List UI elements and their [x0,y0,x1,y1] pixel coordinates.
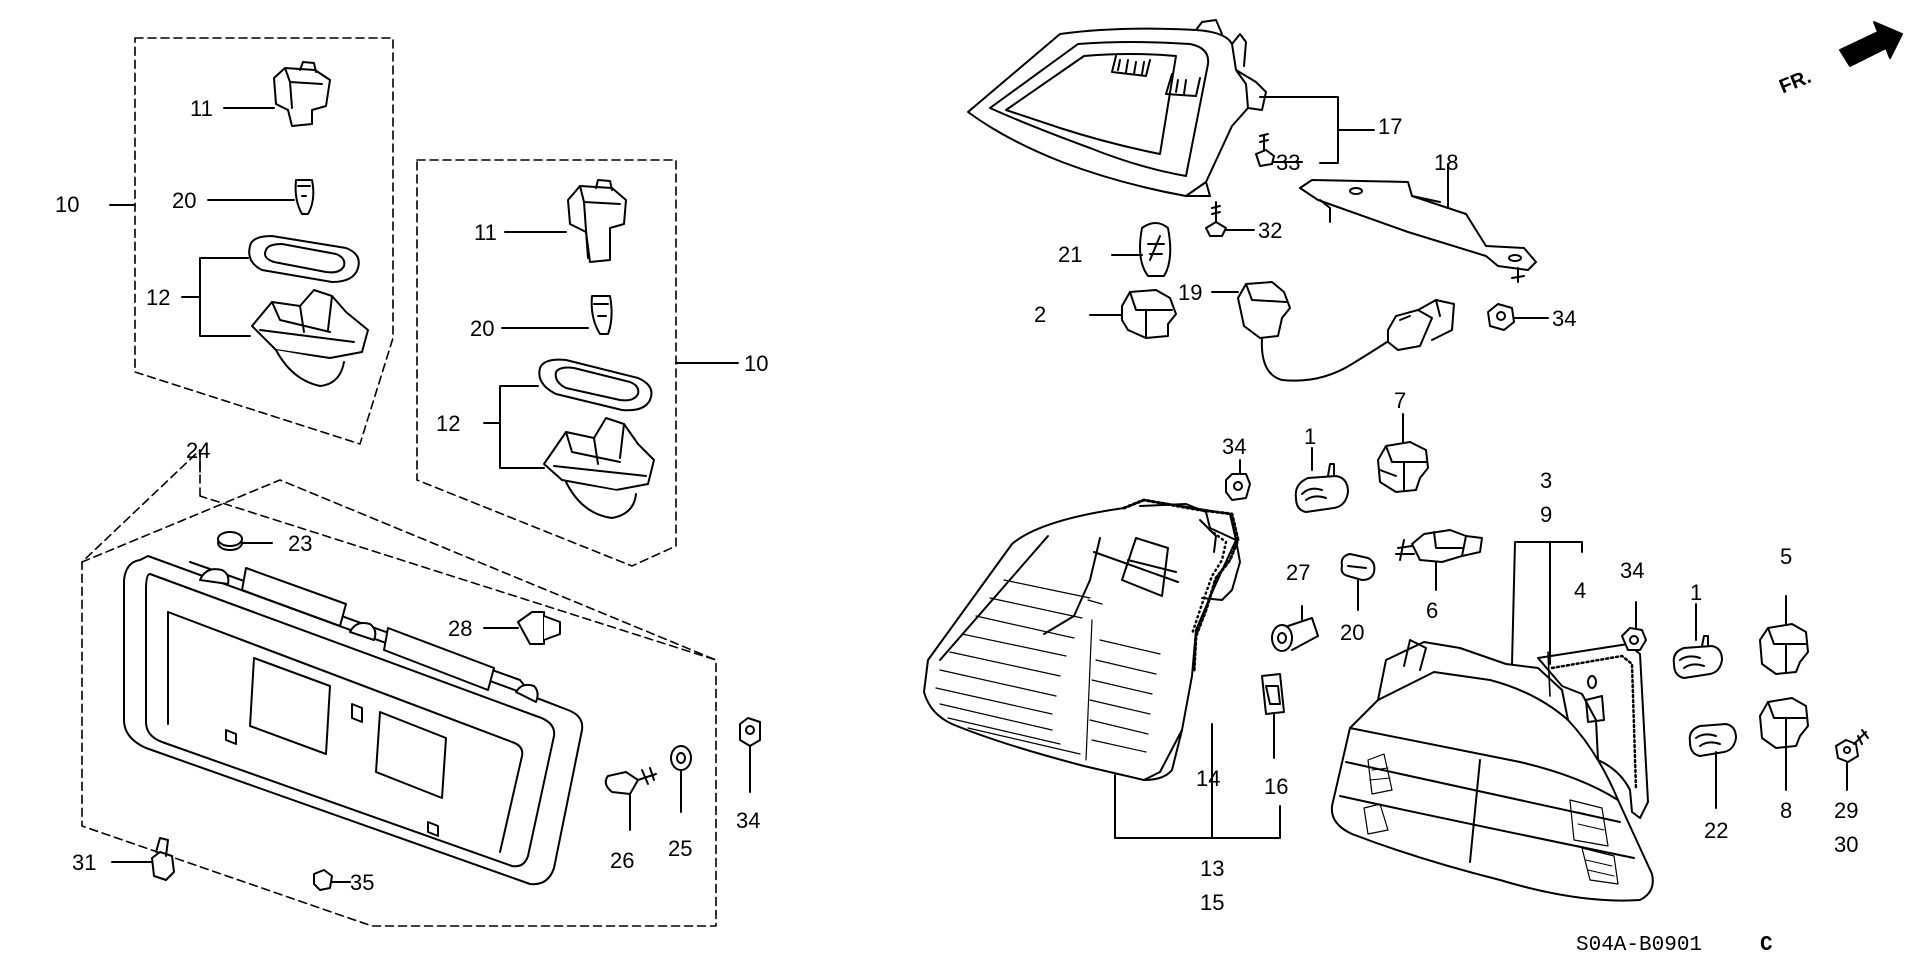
callout-34a: 34 [736,808,760,833]
bulb-part-21 [1111,222,1172,277]
callout-17: 17 [1378,114,1402,139]
license-light-group-left [109,37,394,445]
front-direction-arrow-icon [1839,21,1903,67]
outer-tail-light-group [1330,541,1869,902]
callout-7: 7 [1394,388,1406,413]
license-garnish-group [81,449,761,927]
callout-20c: 20 [1340,620,1364,645]
front-direction-label: FR. [1776,66,1814,98]
callout-15: 15 [1200,890,1224,915]
callout-labels: 11 20 10 12 11 20 10 12 24 23 28 26 25 3… [55,66,1858,957]
callout-11b: 11 [474,220,497,245]
socket-part-5 [1759,595,1809,675]
bulb-part-1-right [1672,603,1723,679]
lens-hatching-13 [935,579,1161,761]
callout-20b: 20 [470,316,494,341]
nut-part-35 [313,869,351,891]
nut-part-34-left [739,717,761,793]
bulb-part-22 [1688,723,1737,809]
callout-33: 33 [1276,150,1300,175]
gasket-part-12-right [538,358,653,412]
callout-11a: 11 [190,96,213,121]
diagram-code-suffix: C [1760,934,1773,957]
callout-16: 16 [1264,774,1288,799]
callout-31: 31 [72,850,96,875]
callout-10b: 10 [744,351,768,376]
bulb-part-1-left [1294,447,1349,513]
license-light-group-right [416,159,739,567]
callout-1a: 1 [1304,424,1316,449]
inner-tail-light-group [923,413,1483,839]
screw-part-29 [1835,729,1869,791]
callout-18: 18 [1434,150,1458,175]
bulb-part-20-right [590,295,613,335]
gasket-part-4 [1537,643,1649,819]
bracket-part-18 [1299,163,1537,283]
callout-27: 27 [1286,560,1310,585]
socket-part-2 [1089,289,1177,339]
high-mount-stop-light-group [967,19,1549,382]
callout-12a: 12 [146,285,170,310]
callout-32: 32 [1258,218,1282,243]
callout-19: 19 [1178,280,1202,305]
socket-part-7 [1377,413,1429,493]
bolt-part-27 [1271,605,1319,652]
nut-part-34-right [1621,601,1647,651]
bulb-part-20-left [294,179,315,215]
clip-part-16 [1261,673,1285,759]
callout-3: 3 [1540,468,1552,493]
callout-24: 24 [186,438,210,463]
callout-25: 25 [668,836,692,861]
inner-tail-light-part-13 [923,499,1241,781]
clip-part-28 [483,611,561,645]
socket-part-6 [1395,529,1483,591]
callout-26: 26 [610,848,634,873]
outer-tail-light-part-3 [1330,639,1654,902]
bulb-part-20-tail [1340,553,1376,611]
callout-5: 5 [1780,544,1792,569]
lens-housing-part-12-left [251,289,369,387]
callout-14: 14 [1196,766,1220,791]
harness-part-19 [1211,281,1455,382]
callout-10a: 10 [55,192,79,217]
socket-part-8 [1759,697,1809,791]
clip-part-31 [111,837,175,881]
screw-part-33 [1255,133,1303,167]
socket-part-11-left [273,61,331,127]
callout-21: 21 [1058,242,1082,267]
callout-28: 28 [448,616,472,641]
callout-22: 22 [1704,818,1728,843]
callout-34d: 34 [1620,558,1644,583]
nut-part-34-mid [1225,459,1251,501]
garnish-part-24 [123,555,584,886]
callout-13: 13 [1200,856,1224,881]
screw-part-32 [1205,201,1255,237]
callout-2: 2 [1034,302,1046,327]
callout-4: 4 [1574,578,1586,603]
callout-8: 8 [1780,798,1792,823]
high-mount-light-part-17 [967,19,1267,197]
socket-part-11-right [567,179,627,263]
callout-9: 9 [1540,502,1552,527]
lens-housing-part-12-right [543,417,655,519]
nut-part-25 [670,745,692,813]
callout-20a: 20 [172,188,196,213]
callout-23: 23 [288,531,312,556]
callout-34b: 34 [1552,306,1576,331]
callout-35: 35 [350,870,374,895]
callout-6: 6 [1426,598,1438,623]
callout-34c: 34 [1222,434,1246,459]
callout-29: 29 [1834,798,1858,823]
screw-part-26 [604,767,657,831]
diagram-code: S04A-B0901 [1576,934,1702,957]
gasket-part-12-left [248,235,360,283]
callout-1b: 1 [1690,580,1702,605]
callout-12b: 12 [436,411,460,436]
nut-part-34-upper-right [1487,303,1549,331]
callout-30: 30 [1834,832,1858,857]
gasket-part-14 [1122,498,1240,674]
grommet-part-23 [217,531,273,551]
